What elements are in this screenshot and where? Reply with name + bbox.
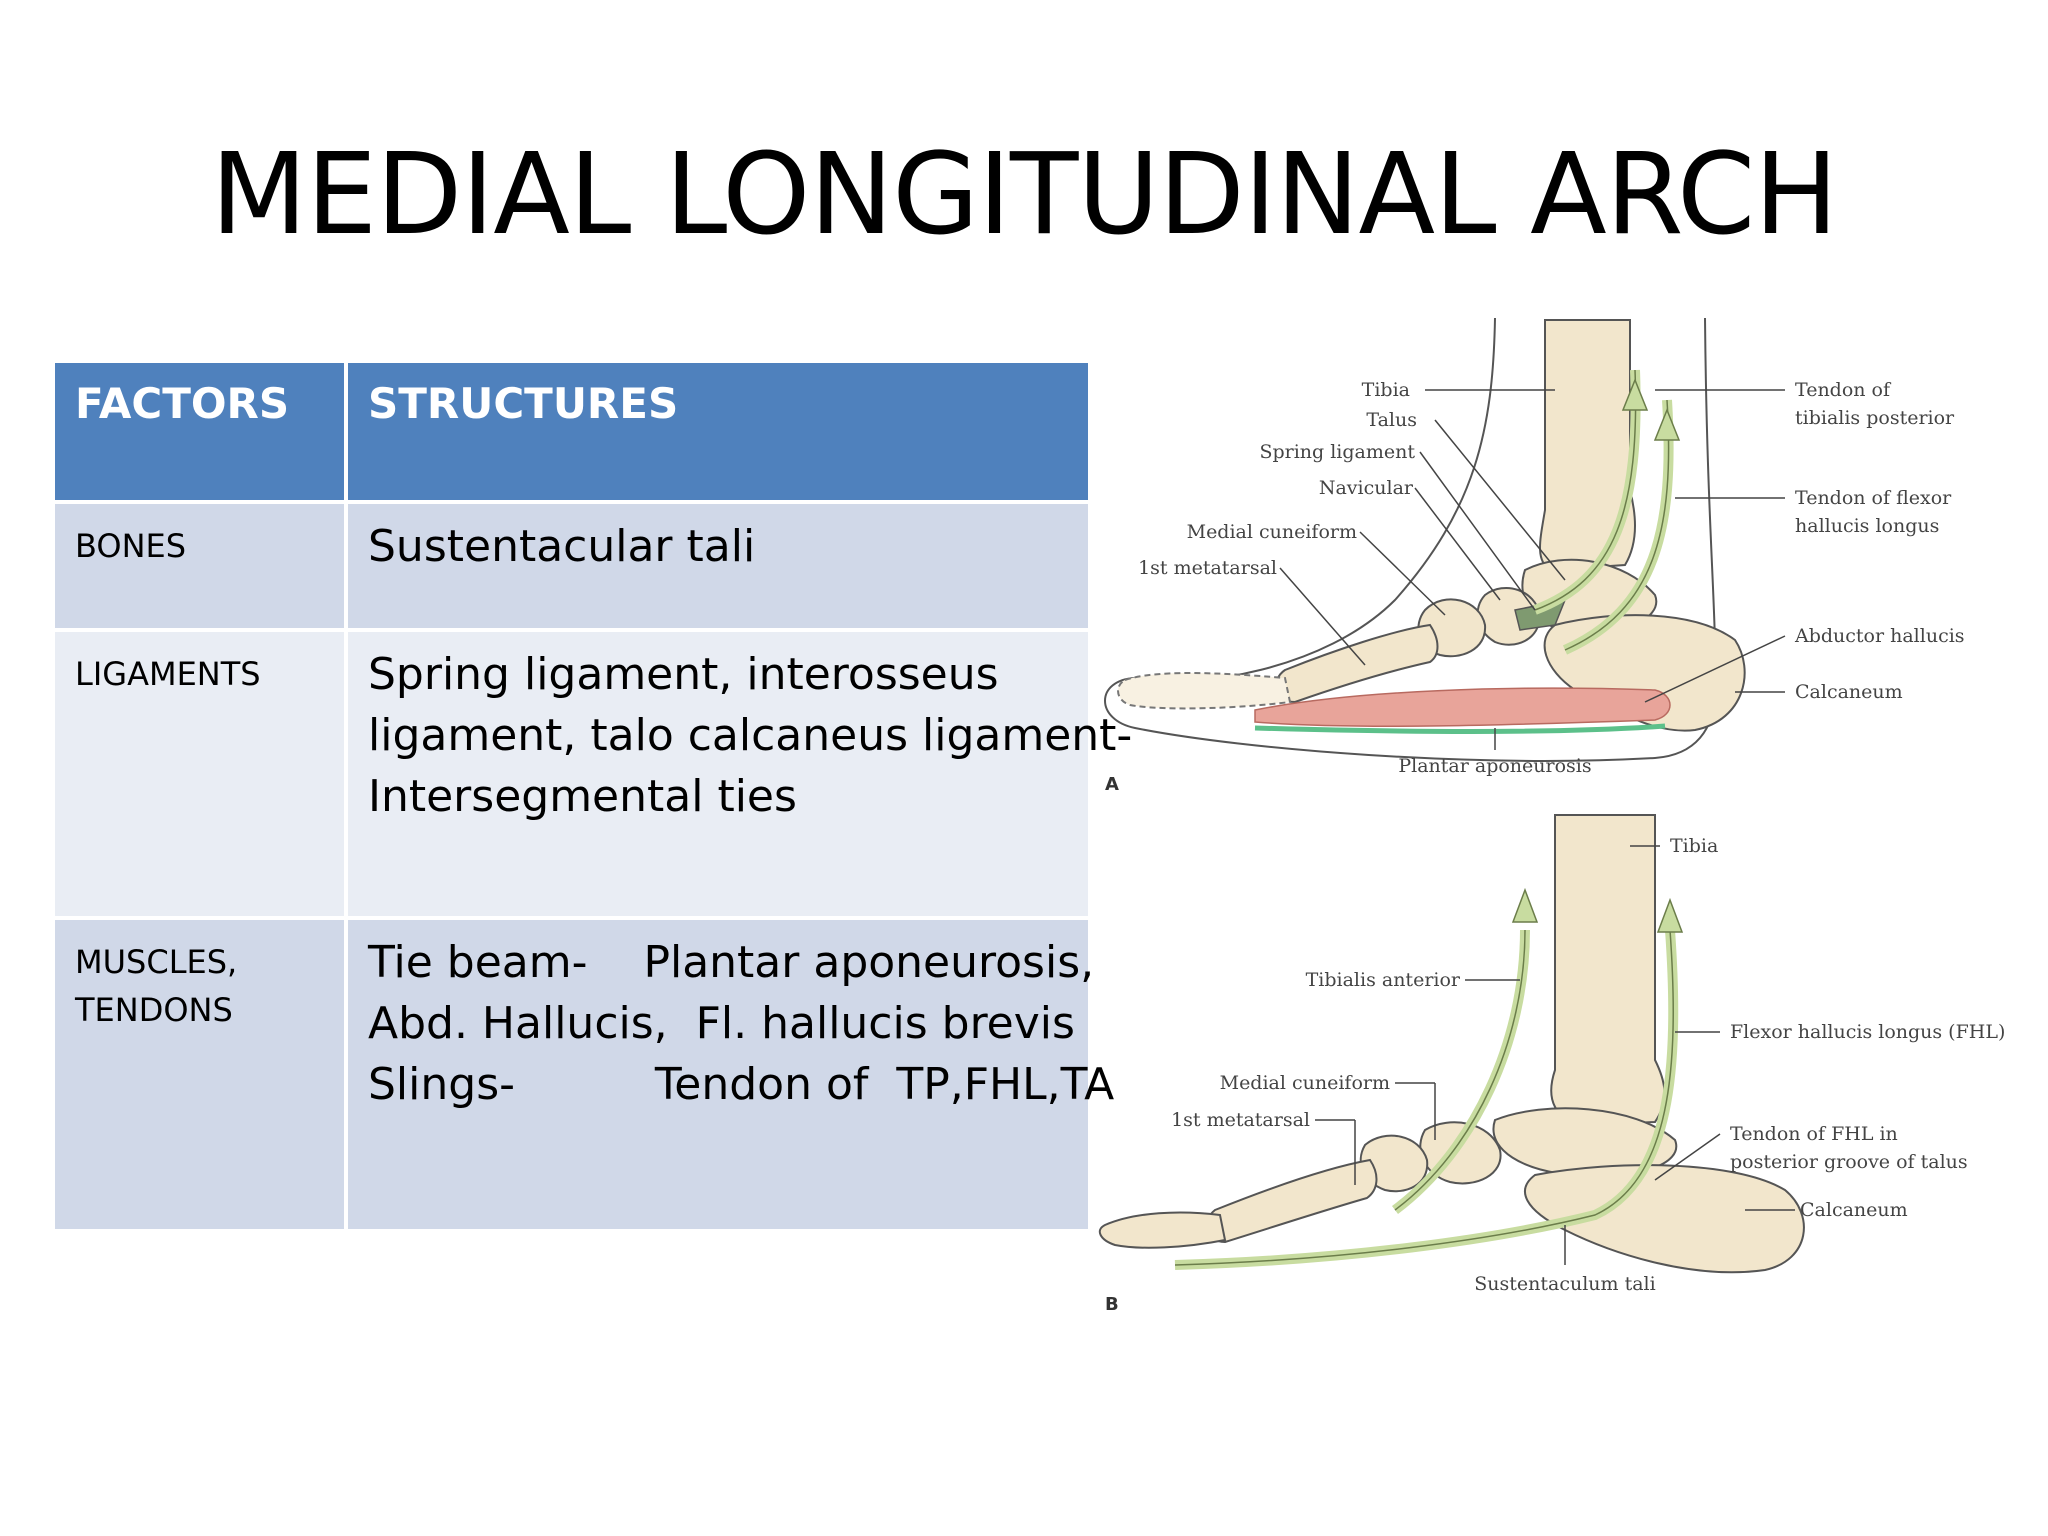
label-a-first-metatarsal: 1st metatarsal xyxy=(1138,557,1277,579)
table-row: LIGAMENTS Spring ligament, interosseus l… xyxy=(51,628,1133,920)
label-b-tibialis-anterior: Tibialis anterior xyxy=(1306,969,1461,991)
structure-ligaments: Spring ligament, interosseus ligament, t… xyxy=(368,649,1133,822)
table-row: MUSCLES, TENDONS Tie beam- Plantar apone… xyxy=(51,916,1115,1233)
label-a-navicular: Navicular xyxy=(1319,477,1414,499)
slide-title: MEDIAL LONGITUDINAL ARCH xyxy=(210,130,1839,260)
label-b-fhl: Flexor hallucis longus (FHL) xyxy=(1730,1021,2005,1043)
table-header-row: FACTORS STRUCTURES xyxy=(51,359,1092,504)
label-b-sustentaculum: Sustentaculum tali xyxy=(1474,1273,1655,1295)
structure-muscles-tendons: Tie beam- Plantar aponeurosis, Abd. Hall… xyxy=(368,937,1115,1110)
label-a-tibia: Tibia xyxy=(1362,379,1410,401)
label-b-calcaneum: Calcaneum xyxy=(1800,1199,1908,1221)
factor-muscles-tendons: MUSCLES, TENDONS xyxy=(75,943,238,1029)
label-b-tibia: Tibia xyxy=(1670,835,1718,857)
label-b-first-metatarsal: 1st metatarsal xyxy=(1171,1109,1310,1131)
factor-bones: BONES xyxy=(75,527,187,565)
figure-b-labels: Tibia Tibialis anterior Flexor hallucis … xyxy=(1105,835,2005,1315)
label-a-plantar-aponeurosis: Plantar aponeurosis xyxy=(1398,755,1591,777)
factor-ligaments: LIGAMENTS xyxy=(75,655,261,693)
figure-a-labels: Tibia Talus Spring ligament Navicular Me… xyxy=(1105,379,1965,795)
label-b-medial-cuneiform: Medial cuneiform xyxy=(1220,1072,1390,1094)
header-factors: FACTORS xyxy=(51,359,348,504)
header-structures: STRUCTURES xyxy=(344,359,1092,504)
label-a-spring-ligament: Spring ligament xyxy=(1259,441,1415,463)
label-a-medial-cuneiform: Medial cuneiform xyxy=(1187,521,1357,543)
structure-bones: Sustentacular tali xyxy=(368,521,756,572)
foot-anatomy-figure: Tibia Talus Spring ligament Navicular Me… xyxy=(1098,317,2005,1315)
figure-b-illustration xyxy=(1098,814,1805,1274)
panel-label-b: B xyxy=(1105,1294,1119,1315)
label-a-talus: Talus xyxy=(1366,409,1417,431)
figure-a-illustration xyxy=(1104,317,1786,762)
label-a-abductor-hallucis: Abductor hallucis xyxy=(1794,625,1965,647)
table-row: BONES Sustentacular tali xyxy=(51,500,1092,632)
panel-label-a: A xyxy=(1105,774,1119,795)
factors-table: FACTORS STRUCTURES BONES Sustentacular t… xyxy=(51,359,1133,1233)
label-a-calcaneum: Calcaneum xyxy=(1795,681,1903,703)
